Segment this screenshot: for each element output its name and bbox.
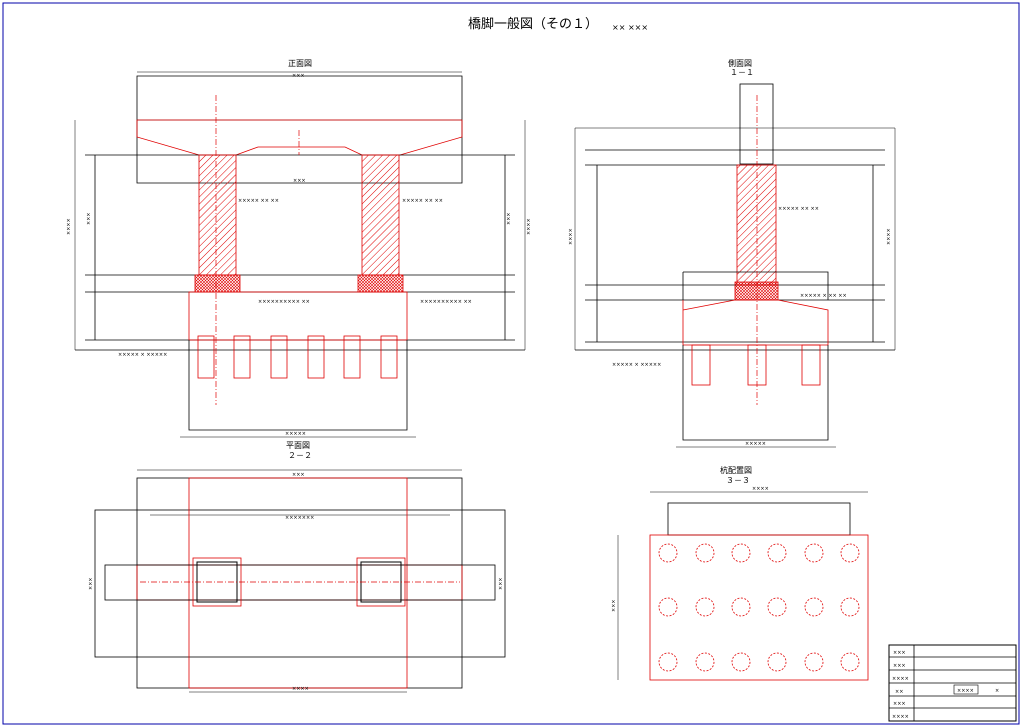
side-view-label: 側面図: [728, 58, 752, 68]
front-dim-left-1: ××××: [66, 218, 72, 235]
side-column: [736, 164, 777, 286]
plan-dim-mid: ×××××××: [285, 515, 314, 521]
pile-row-1: [658, 543, 860, 563]
title-block: ××× ××× ×××× ×× ××× ×××× ×××× ×: [888, 644, 1017, 722]
side-view-section: １－１: [730, 68, 754, 77]
front-note-3: ×××××××××× ××: [258, 299, 310, 305]
title-block-value: ××××: [957, 688, 974, 694]
side-level: ××××× × ×××××: [612, 362, 661, 368]
front-column-right: [361, 154, 400, 276]
title-block-unit: ×: [995, 688, 999, 694]
plan-view-label: 平面図: [286, 441, 310, 450]
front-note-4: ×××××××××× ××: [420, 299, 472, 305]
title-block-row-4: ××: [895, 689, 903, 695]
side-view: 側面図 １－１ ×××× ×××× ××××× ×× ×× ××××× × ××…: [568, 58, 896, 448]
plan-dim-top: ×××: [292, 472, 305, 478]
title-block-row-1: ×××: [893, 650, 906, 656]
front-piles: [197, 335, 398, 379]
side-note-2: ××××× × ×× ××: [800, 293, 847, 299]
front-view: 正面図 ××× ×××× ××× ×××× ××× ××× ××××× ×× ×…: [66, 59, 532, 438]
front-note-1: ××××× ×× ××: [238, 198, 279, 204]
front-dim-right-2: ×××: [506, 212, 512, 225]
title-block-row-5: ×××: [893, 701, 906, 707]
front-footing: [188, 291, 408, 341]
title-block-row-6: ××××: [892, 714, 909, 720]
pile-dim-top: ××××: [752, 486, 769, 492]
side-dim-right: ××××: [886, 228, 892, 245]
plan-view-section: ２－２: [288, 451, 312, 460]
side-note-1: ××××× ×× ××: [778, 206, 819, 212]
side-dim-bottom: ×××××: [745, 441, 766, 447]
drawing-title: 橋脚一般図（その１）: [468, 16, 598, 32]
plan-dim-right: ×××: [498, 577, 504, 590]
title-block-row-2: ×××: [893, 663, 906, 669]
plan-dim-left: ×××: [88, 577, 94, 590]
side-dim-left: ××××: [568, 228, 574, 245]
plan-dim-bottom: ××××: [292, 686, 309, 692]
front-dim-right-1: ××××: [526, 218, 532, 235]
front-note-2: ××××× ×× ××: [402, 198, 443, 204]
pile-layout-view: 杭配置図 ３－３ ×××× ×××: [611, 465, 869, 681]
title-block-row-3: ××××: [892, 676, 909, 682]
pile-view-label: 杭配置図: [720, 465, 752, 475]
pile-row-2: [658, 597, 860, 617]
plan-footing: [188, 477, 408, 689]
front-level: ××××× × ×××××: [118, 352, 167, 358]
side-piles: [691, 344, 821, 386]
pile-row-3: [658, 652, 860, 672]
front-dim-beam: ×××: [293, 178, 306, 184]
front-dim-bottom: ×××××: [285, 431, 306, 437]
front-dim-left-2: ×××: [86, 212, 92, 225]
drawing-title-suffix: ×× ×××: [612, 23, 648, 32]
pile-footing: [649, 534, 869, 681]
plan-view: 平面図 ２－２ ××× ××××××× ××× ××× ××××: [88, 441, 506, 693]
pile-dim-left: ×××: [611, 599, 617, 612]
front-view-label: 正面図: [288, 59, 312, 68]
pile-view-section: ３－３: [726, 476, 750, 485]
pile-circles: [658, 543, 860, 672]
front-column-left: [198, 154, 237, 276]
